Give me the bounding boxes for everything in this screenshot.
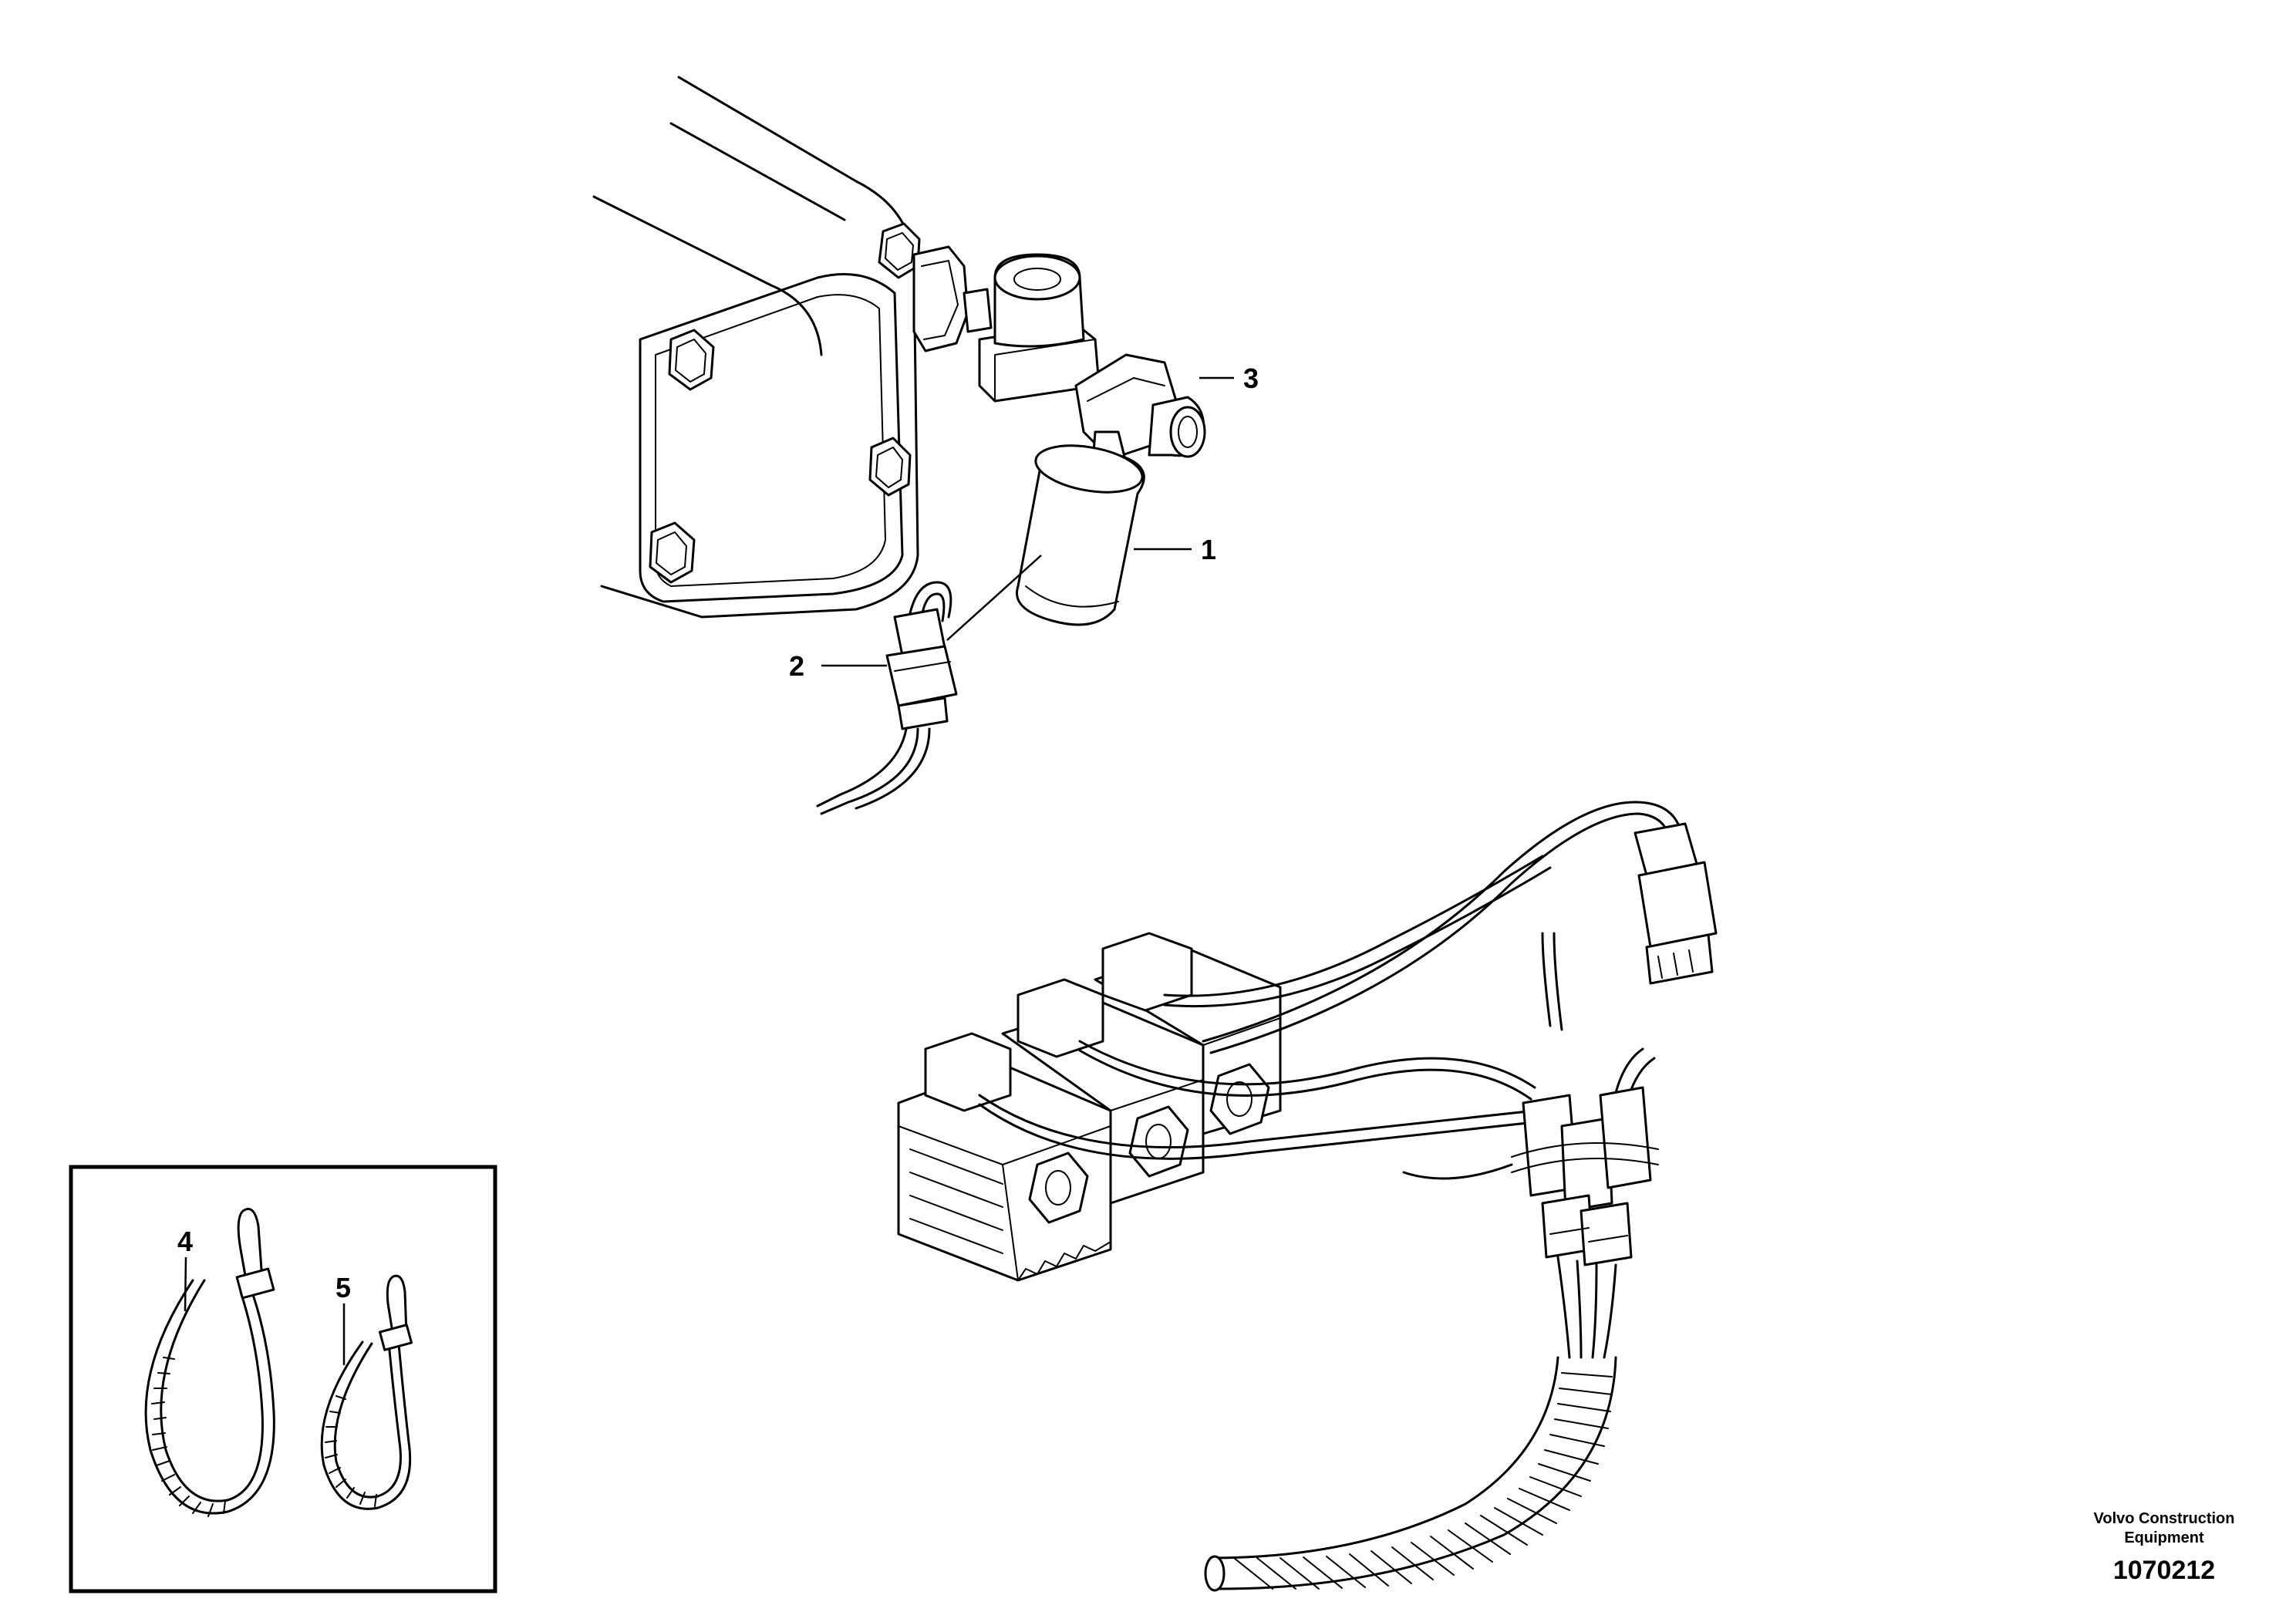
spiral-conduit xyxy=(1204,1356,1617,1592)
callout-2: 2 xyxy=(789,650,804,682)
solenoid-valve-block xyxy=(897,932,1282,1282)
callout-5: 5 xyxy=(335,1272,351,1303)
cable-tie-large xyxy=(144,1208,275,1517)
leader-lines xyxy=(184,376,1234,1365)
inset-frame xyxy=(69,1165,497,1593)
bolt-lower-left xyxy=(649,521,696,584)
callout-1: 1 xyxy=(1201,534,1216,565)
wiring-harness xyxy=(978,801,1718,1359)
callout-3: 3 xyxy=(1243,363,1259,394)
brand-line-2: Equipment xyxy=(2124,1529,2204,1546)
leader-1b xyxy=(946,555,1042,641)
pump-housing xyxy=(592,76,921,619)
document-number: 1070212 xyxy=(2113,1556,2215,1585)
tee-fitting xyxy=(912,245,1206,484)
brand-line-1: Volvo Construction xyxy=(2094,1510,2235,1527)
bolt-right xyxy=(868,437,912,497)
sensor-connector xyxy=(816,581,958,815)
bolt-upper-left xyxy=(668,329,715,391)
callout-4: 4 xyxy=(177,1226,193,1257)
cable-tie-inset xyxy=(69,1165,497,1593)
leader-4 xyxy=(184,1256,187,1312)
pressure-sensor xyxy=(1016,444,1145,626)
cable-tie-small xyxy=(320,1274,413,1510)
